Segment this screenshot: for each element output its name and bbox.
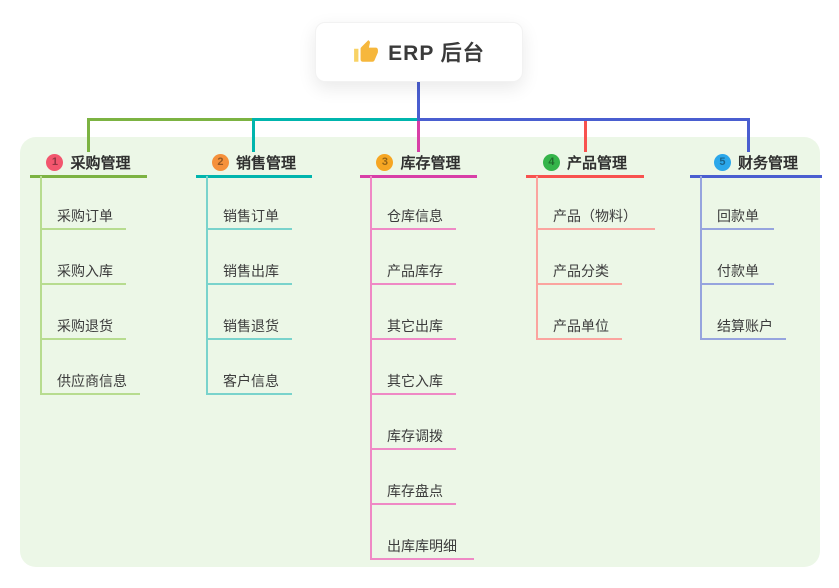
node-label: 回款单 — [717, 207, 759, 224]
node-label: 采购退货 — [57, 317, 113, 334]
node-label: 销售出库 — [223, 262, 279, 279]
node-label: 结算账户 — [717, 317, 773, 334]
node-stock-transfer[interactable]: 库存调拨 — [370, 423, 456, 450]
node-supplier-info[interactable]: 供应商信息 — [40, 368, 140, 395]
connector-bus-blue — [417, 118, 750, 121]
node-label: 客户信息 — [223, 372, 279, 389]
branch-title: 产品管理 — [566, 154, 627, 172]
branch-title: 财务管理 — [737, 154, 798, 172]
branch-spine — [40, 176, 42, 395]
node-label: 采购入库 — [57, 262, 113, 279]
node-label: 产品单位 — [553, 317, 609, 334]
node-label: 仓库信息 — [387, 207, 443, 224]
connector-drop-purchase — [87, 118, 90, 152]
node-label: 采购订单 — [57, 207, 113, 224]
node-label: 付款单 — [717, 262, 759, 279]
node-sales-outbound[interactable]: 销售出库 — [206, 258, 292, 285]
node-other-outbound[interactable]: 其它出库 — [370, 313, 456, 340]
node-product-material[interactable]: 产品（物料） — [536, 203, 655, 230]
connector-bus-teal — [252, 118, 420, 121]
node-payment-doc[interactable]: 付款单 — [700, 258, 774, 285]
branch-product[interactable]: 4 产品管理 — [526, 149, 644, 178]
branch-spine — [370, 176, 372, 560]
branch-spine — [206, 176, 208, 395]
node-collection-doc[interactable]: 回款单 — [700, 203, 774, 230]
node-stock-count[interactable]: 库存盘点 — [370, 478, 456, 505]
branch-sales[interactable]: 2 销售管理 — [196, 149, 312, 178]
node-product-category[interactable]: 产品分类 — [536, 258, 622, 285]
badge-3: 3 — [376, 153, 394, 171]
branch-title: 采购管理 — [70, 154, 131, 172]
node-label: 产品库存 — [387, 262, 443, 279]
node-sales-return[interactable]: 销售退货 — [206, 313, 292, 340]
node-label: 销售退货 — [223, 317, 279, 334]
node-label: 出库库明细 — [387, 537, 457, 554]
branch-finance[interactable]: 5 财务管理 — [690, 149, 822, 178]
thumbs-up-icon — [353, 39, 379, 65]
branch-spine — [536, 176, 538, 340]
branch-inventory[interactable]: 3 库存管理 — [360, 149, 477, 178]
node-label: 库存调拨 — [387, 427, 443, 444]
node-customer-info[interactable]: 客户信息 — [206, 368, 292, 395]
node-label: 库存盘点 — [387, 482, 443, 499]
branch-spine — [700, 176, 702, 340]
node-purchase-order[interactable]: 采购订单 — [40, 203, 126, 230]
connector-drop-inventory — [417, 118, 420, 152]
node-label: 产品（物料） — [553, 207, 637, 224]
connector-root-stem — [417, 80, 420, 121]
node-purchase-return[interactable]: 采购退货 — [40, 313, 126, 340]
branch-purchase[interactable]: 1 采购管理 — [30, 149, 147, 178]
connector-drop-product — [584, 118, 587, 152]
branch-title: 库存管理 — [400, 154, 461, 172]
node-warehouse-info[interactable]: 仓库信息 — [370, 203, 456, 230]
node-label: 其它入库 — [387, 372, 443, 389]
node-label: 销售订单 — [223, 207, 279, 224]
node-label: 供应商信息 — [57, 372, 127, 389]
badge-2: 2 — [211, 153, 229, 171]
connector-drop-finance — [747, 118, 750, 152]
branch-title: 销售管理 — [235, 154, 296, 172]
root-node[interactable]: ERP 后台 — [315, 22, 523, 82]
node-label: 产品分类 — [553, 262, 609, 279]
connector-bus-green — [87, 118, 255, 121]
node-sales-order[interactable]: 销售订单 — [206, 203, 292, 230]
connector-drop-sales — [252, 118, 255, 152]
node-outbound-detail[interactable]: 出库库明细 — [370, 533, 474, 560]
node-purchase-inbound[interactable]: 采购入库 — [40, 258, 126, 285]
badge-5: 5 — [713, 153, 731, 171]
badge-4: 4 — [542, 153, 560, 171]
background-panel — [20, 137, 820, 567]
node-product-stock[interactable]: 产品库存 — [370, 258, 456, 285]
badge-1: 1 — [46, 153, 64, 171]
node-product-unit[interactable]: 产品单位 — [536, 313, 622, 340]
node-settlement-account[interactable]: 结算账户 — [700, 313, 786, 340]
root-label: ERP 后台 — [388, 42, 485, 65]
node-other-inbound[interactable]: 其它入库 — [370, 368, 456, 395]
node-label: 其它出库 — [387, 317, 443, 334]
